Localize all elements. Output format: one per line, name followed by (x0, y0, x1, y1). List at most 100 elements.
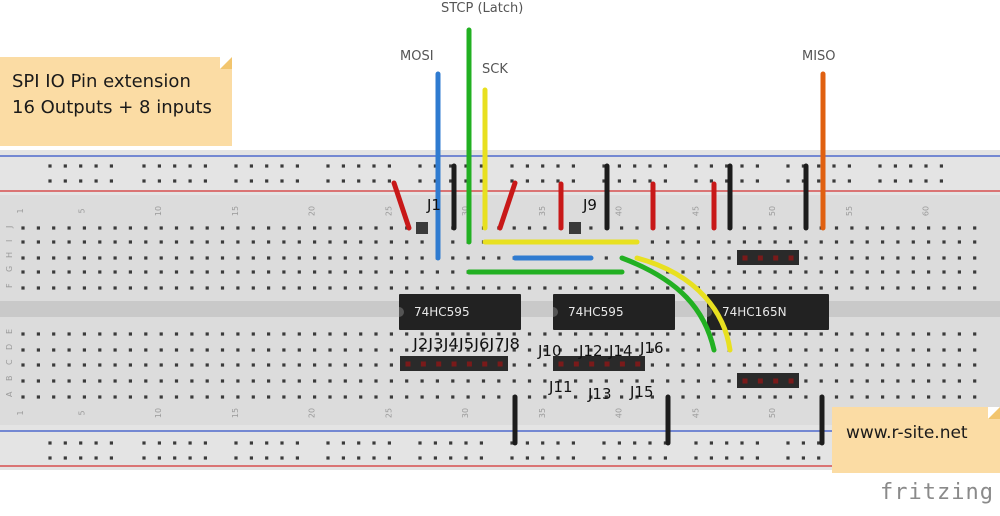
terminal-hole (788, 270, 793, 274)
terminal-hole (251, 226, 255, 230)
wire-red[interactable] (391, 180, 412, 231)
terminal-hole (297, 348, 301, 352)
terminal-hole (957, 348, 961, 352)
terminal-hole (896, 363, 900, 367)
rail-hole (203, 164, 207, 168)
terminal-hole (773, 363, 777, 367)
terminal-hole (67, 240, 71, 244)
rail-hole (571, 164, 575, 168)
terminal-hole (911, 256, 915, 260)
terminal-hole (435, 286, 439, 290)
terminal-hole (758, 395, 762, 399)
terminal-hole (82, 256, 86, 260)
chip-74hc595-2[interactable]: 74HC595 (553, 294, 675, 330)
terminal-hole (804, 332, 808, 336)
terminal-hole (236, 270, 240, 274)
terminal-hole (159, 379, 163, 383)
terminal-hole (574, 348, 578, 352)
terminal-hole (927, 395, 931, 399)
title-line-2: 16 Outputs + 8 inputs (12, 97, 212, 118)
terminal-hole (681, 240, 685, 244)
rail-hole (418, 456, 422, 460)
terminal-hole (328, 332, 332, 336)
terminal-hole (558, 395, 562, 399)
terminal-hole (558, 332, 562, 336)
rail-hole (280, 164, 284, 168)
terminal-hole (635, 226, 639, 230)
wire-red[interactable] (497, 180, 518, 231)
terminal-hole (650, 240, 654, 244)
rail-hole (63, 164, 67, 168)
row-letter: D (5, 344, 14, 350)
terminal-hole (435, 332, 439, 336)
terminal-hole (819, 379, 823, 383)
rail-hole (909, 164, 913, 168)
terminal-hole (52, 240, 56, 244)
wire-green-curve[interactable] (619, 255, 717, 353)
rail-hole (939, 179, 943, 183)
chip-label: 74HC165N (722, 305, 787, 319)
terminal-hole (98, 395, 102, 399)
terminal-hole (942, 363, 946, 367)
rail-hole (387, 164, 391, 168)
rail-hole (433, 164, 437, 168)
terminal-hole (927, 240, 931, 244)
terminal-hole (144, 256, 148, 260)
terminal-hole (911, 240, 915, 244)
jumper-j1[interactable] (416, 222, 428, 234)
terminal-hole (742, 226, 746, 230)
terminal-hole (36, 332, 40, 336)
terminal-hole (512, 226, 516, 230)
terminal-hole (696, 363, 700, 367)
wire-yellow-curve[interactable] (634, 255, 733, 353)
terminal-hole (881, 240, 885, 244)
rail-hole (648, 164, 652, 168)
terminal-hole (589, 379, 593, 383)
label-stcp: STCP (Latch) (441, 1, 523, 16)
chip-label: 74HC595 (568, 305, 624, 319)
terminal-hole (681, 226, 685, 230)
rail-hole (265, 179, 269, 183)
terminal-hole (359, 332, 363, 336)
terminal-hole (804, 395, 808, 399)
terminal-hole (896, 348, 900, 352)
terminal-hole (911, 348, 915, 352)
row-letter: E (5, 329, 14, 334)
terminal-hole (681, 332, 685, 336)
terminal-hole (681, 286, 685, 290)
terminal-hole (973, 379, 977, 383)
terminal-hole (236, 348, 240, 352)
terminal-hole (236, 363, 240, 367)
terminal-hole (558, 286, 562, 290)
header-strip-j10-j16 (553, 356, 645, 371)
terminal-hole (666, 348, 670, 352)
terminal-hole (742, 240, 746, 244)
terminal-hole (865, 240, 869, 244)
column-number: 20 (308, 206, 317, 216)
terminal-hole (927, 226, 931, 230)
rail-hole (740, 441, 744, 445)
rail-hole (188, 164, 192, 168)
jumper-j9[interactable] (569, 222, 581, 234)
chip-74hc165n[interactable]: 74HC165N (707, 294, 829, 330)
terminal-hole (451, 395, 455, 399)
terminal-hole (251, 240, 255, 244)
chip-74hc595-1[interactable]: 74HC595 (399, 294, 521, 330)
terminal-hole (67, 379, 71, 383)
terminal-hole (328, 226, 332, 230)
terminal-hole (497, 332, 501, 336)
terminal-hole (957, 395, 961, 399)
header-pin (773, 378, 779, 384)
terminal-hole (543, 348, 547, 352)
terminal-hole (267, 270, 271, 274)
column-number: 50 (768, 206, 777, 216)
terminal-hole (297, 379, 301, 383)
terminal-hole (650, 395, 654, 399)
column-number: 60 (922, 206, 931, 216)
rail-hole (510, 441, 514, 445)
rail-hole (740, 456, 744, 460)
terminal-hole (297, 270, 301, 274)
terminal-hole (558, 379, 562, 383)
terminal-hole (850, 379, 854, 383)
terminal-hole (527, 379, 532, 383)
